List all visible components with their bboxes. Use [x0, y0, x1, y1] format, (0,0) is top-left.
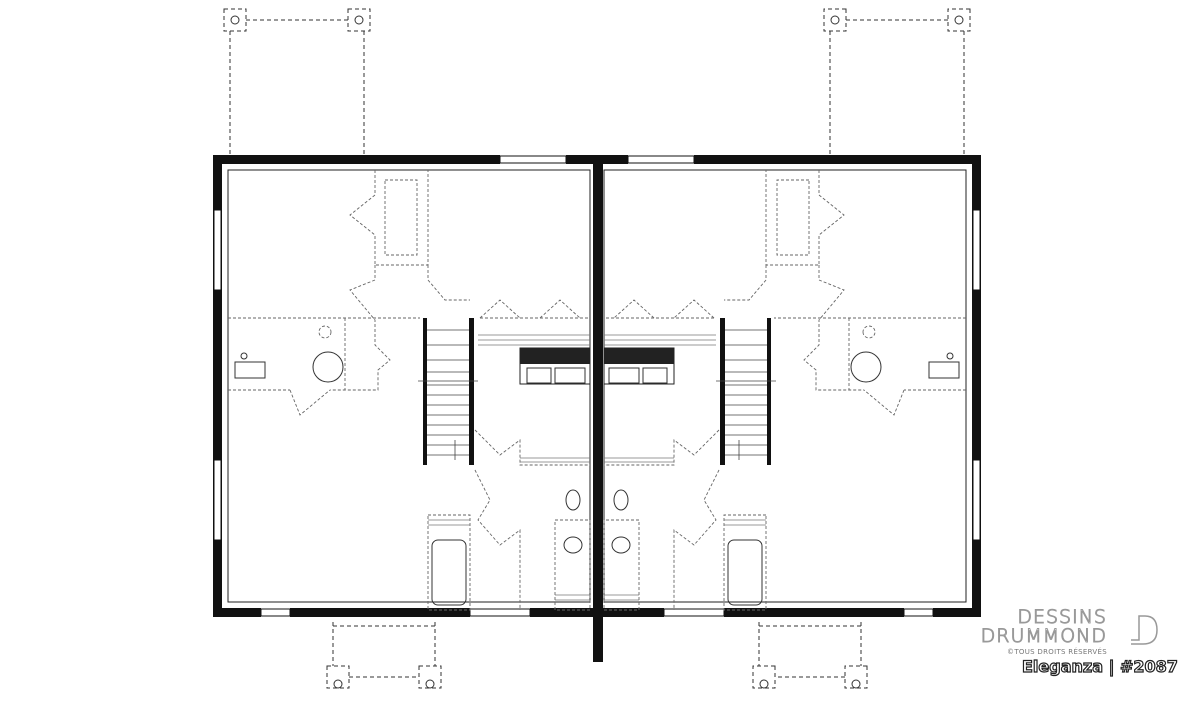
copyright-text: ©TOUS DROITS RÉSERVÉS: [1007, 648, 1107, 656]
brand-line1: DESSINS: [1017, 606, 1107, 628]
right-unit: [596, 8, 982, 689]
logo-mark-icon: [1131, 615, 1158, 645]
left-unit: [212, 8, 598, 689]
brand-line2: DRUMMOND: [980, 625, 1107, 647]
model-label: Eleganza | #2087: [1021, 656, 1178, 676]
party-wall: [593, 155, 603, 662]
brand-logo: DESSINS DRUMMOND ©TOUS DROITS RÉSERVÉS: [980, 606, 1158, 656]
